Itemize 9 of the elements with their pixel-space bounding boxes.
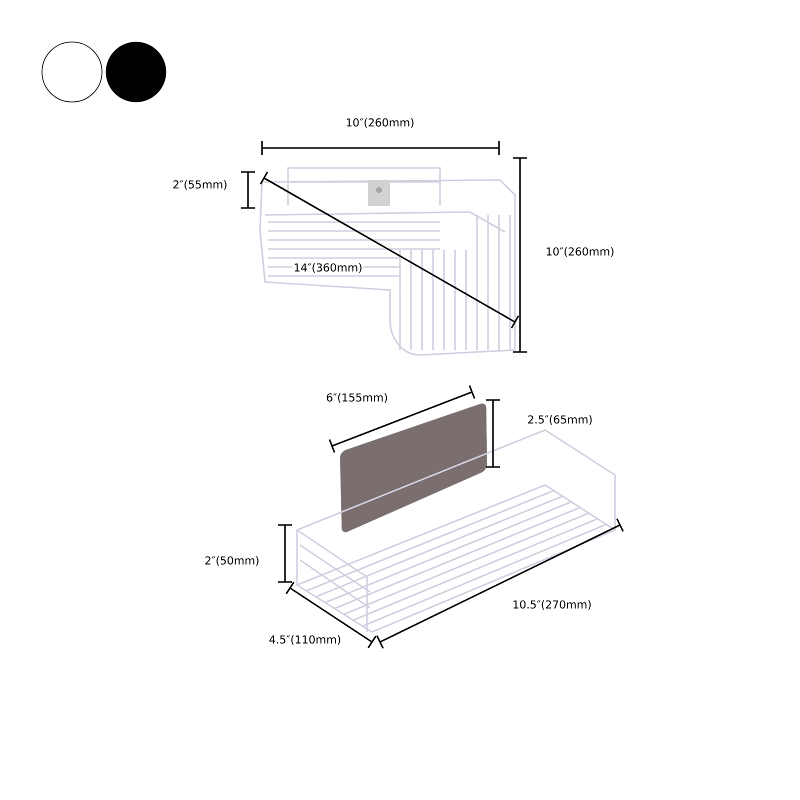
- dimension-label: 2″(50mm): [204, 555, 260, 567]
- dimension-label: 6″(155mm): [325, 392, 389, 404]
- dimension-label: 2″(55mm): [172, 179, 228, 191]
- dimension-label: 10.5″(270mm): [511, 599, 593, 611]
- dimension-label: 10″(260mm): [544, 246, 616, 258]
- dimension-label: 2.5″(65mm): [526, 414, 594, 426]
- dimension-label: 10″(260mm): [344, 117, 416, 129]
- dimension-label: 14″(360mm): [292, 262, 364, 274]
- dimension-label: 4.5″(110mm): [268, 634, 342, 646]
